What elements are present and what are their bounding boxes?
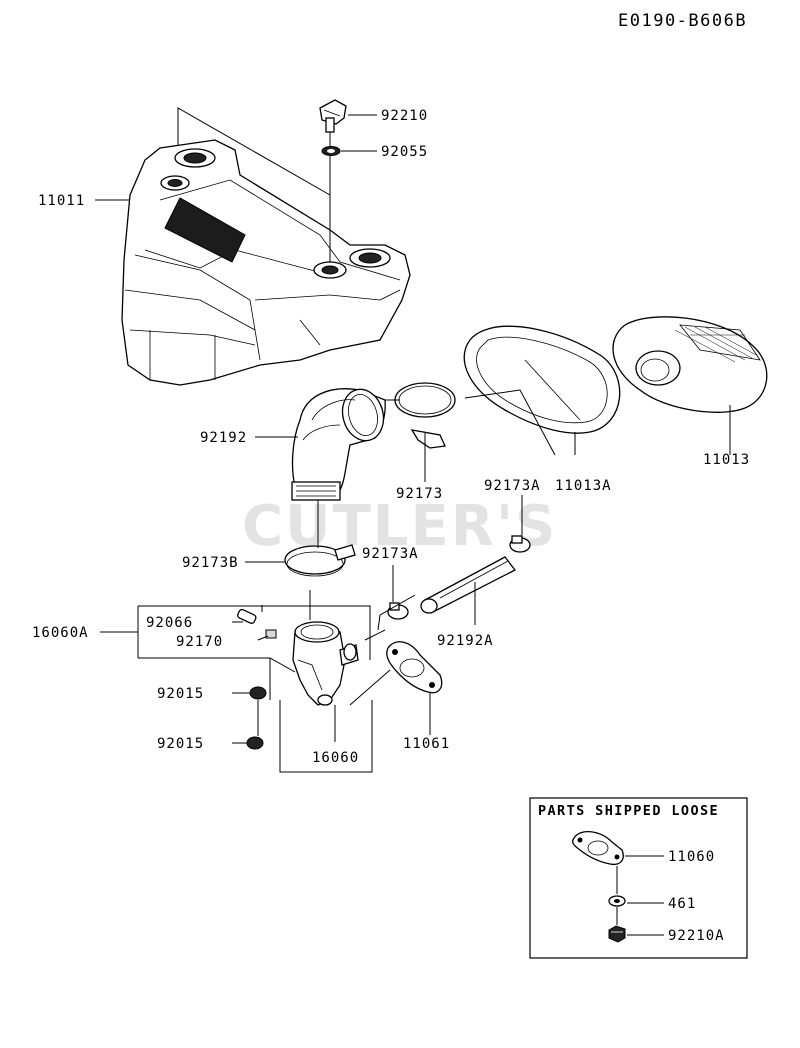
label-92210: 92210 xyxy=(381,108,428,124)
nut-92015-upper[interactable] xyxy=(249,686,267,700)
watermark: CUTLER'S xyxy=(242,494,557,559)
pin-92066[interactable] xyxy=(237,608,257,625)
parts-shipped-loose-box: PARTS SHIPPED LOOSE 11060 461 92210A xyxy=(529,797,748,959)
washer-461[interactable] xyxy=(608,895,626,907)
air-filter-11013[interactable] xyxy=(612,316,768,413)
pre-cleaner-11013A[interactable] xyxy=(463,325,621,434)
label-11013: 11013 xyxy=(703,452,750,468)
clamp-92173A-upper[interactable] xyxy=(509,535,531,553)
label-92173: 92173 xyxy=(396,486,443,502)
label-92192A: 92192A xyxy=(437,633,494,649)
loose-parts-title: PARTS SHIPPED LOOSE xyxy=(538,803,719,819)
label-92210A: 92210A xyxy=(668,928,725,944)
nut-92210A[interactable] xyxy=(608,925,626,943)
elbow-hose-92192[interactable] xyxy=(291,385,389,501)
label-11060: 11060 xyxy=(668,849,715,865)
nut-92015-lower[interactable] xyxy=(246,736,264,750)
diagram-code: E0190-B606B xyxy=(618,11,747,31)
label-16060: 16060 xyxy=(312,750,359,766)
label-92015-upper: 92015 xyxy=(157,686,204,702)
label-92173A-top: 92173A xyxy=(484,478,541,494)
label-92173B: 92173B xyxy=(182,555,239,571)
label-11011: 11011 xyxy=(38,193,85,209)
gasket-11060[interactable] xyxy=(572,831,624,866)
label-11013A: 11013A xyxy=(555,478,612,494)
label-92173A-mid: 92173A xyxy=(362,546,419,562)
label-11061: 11061 xyxy=(403,736,450,752)
wing-nut-92210[interactable] xyxy=(319,99,347,133)
label-16060A: 16060A xyxy=(32,625,89,641)
label-92055: 92055 xyxy=(381,144,428,160)
elbow-16060[interactable] xyxy=(292,621,359,706)
washer-92055[interactable] xyxy=(321,146,341,156)
clamp-92173B[interactable] xyxy=(284,544,356,577)
gasket-11061[interactable] xyxy=(386,641,443,694)
air-cleaner-housing[interactable] xyxy=(121,139,411,386)
nut-92170[interactable] xyxy=(265,629,277,639)
label-92015-lower: 92015 xyxy=(157,736,204,752)
label-461: 461 xyxy=(668,896,696,912)
label-92066: 92066 xyxy=(146,615,193,631)
label-92170: 92170 xyxy=(176,634,223,650)
clamp-92173A-lower[interactable] xyxy=(387,602,409,620)
clamp-92173[interactable] xyxy=(394,382,456,449)
hose-92192A[interactable] xyxy=(420,556,516,614)
label-92192: 92192 xyxy=(200,430,247,446)
